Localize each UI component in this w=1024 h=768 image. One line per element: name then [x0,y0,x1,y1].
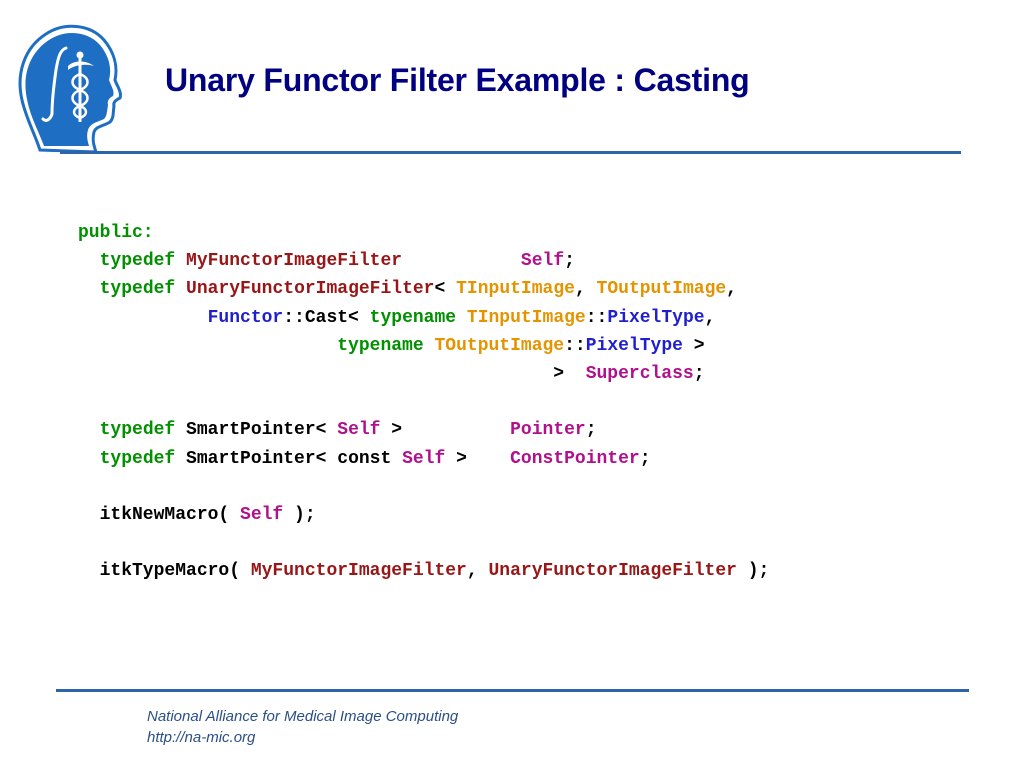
code-token: > [380,420,511,441]
code-token [78,251,100,271]
code-token: MyFunctorImageFilter [250,561,467,582]
code-token: ; [693,364,705,385]
code-line: public: [78,223,154,243]
code-line: typedef MyFunctorImageFilter Self; [78,251,575,271]
code-token: Superclass [585,364,694,385]
code-token [456,308,467,328]
code-token: ConstPointer [510,448,640,469]
code-token: Pointer [510,420,586,441]
code-token: UnaryFunctorImageFilter [488,561,737,582]
footer-divider [56,689,969,692]
code-line: itkNewMacro( Self ); [78,505,316,525]
code-token: , [466,561,489,582]
code-token [175,279,186,299]
code-token: PixelType [585,335,683,356]
slide-title: Unary Functor Filter Example : Casting [165,62,750,98]
code-token: TInputImage [466,307,586,328]
code-block: public: typedef MyFunctorImageFilter Sel… [78,219,769,586]
footer-org: National Alliance for Medical Image Comp… [147,708,459,725]
code-token [78,449,100,469]
code-token: , [704,307,716,328]
code-token: SmartPointer< [175,420,338,441]
code-token: itkNewMacro( [78,505,241,526]
code-token: > [78,364,586,385]
namic-logo [18,22,124,154]
code-token [78,308,208,328]
code-token: public: [78,223,154,243]
footer: National Alliance for Medical Image Comp… [147,706,458,748]
code-token: itkTypeMacro( [78,561,251,582]
code-token: SmartPointer< const [175,448,403,469]
code-line: typedef SmartPointer< Self > Pointer; [78,420,597,440]
code-line: > Superclass; [78,364,705,385]
code-token: :: [585,307,608,328]
code-token: typedef [99,279,176,300]
code-token: Self [337,420,381,441]
code-token: PixelType [607,307,705,328]
code-token: TOutputImage [596,279,727,300]
code-token: > [682,335,705,356]
code-token: ; [585,420,597,441]
code-token: typedef [99,251,176,272]
code-token [175,251,186,271]
code-line: Functor::Cast< typename TInputImage::Pix… [78,307,716,328]
code-token: UnaryFunctorImageFilter [186,279,435,300]
code-line: itkTypeMacro( MyFunctorImageFilter, Unar… [78,561,770,582]
code-token: typename [337,335,424,356]
code-token: TOutputImage [434,335,565,356]
code-token: ::Cast< [283,307,370,328]
code-token [402,251,521,271]
code-token: TInputImage [456,279,575,300]
code-token: ); [736,561,770,582]
code-token [78,279,100,299]
code-line: typedef SmartPointer< const Self > Const… [78,449,651,469]
code-token: < [434,279,457,300]
code-token [78,420,100,440]
code-token: typename [369,307,457,328]
title-divider [60,151,961,154]
code-line: typedef UnaryFunctorImageFilter< TInputI… [78,279,737,299]
code-token: Self [520,251,565,272]
code-token: , [574,279,597,300]
code-token: typedef [99,420,176,441]
code-token: > [445,448,511,469]
head-silhouette-caduceus-icon [18,24,122,154]
code-token: typedef [99,448,176,469]
code-token: :: [564,335,586,356]
code-token: Self [240,505,284,526]
code-token: Self [402,448,446,469]
footer-url: http://na-mic.org [147,729,256,746]
code-token [78,336,337,356]
code-token: ); [283,505,316,526]
code-token: Functor [207,307,284,328]
code-line: typename TOutputImage::PixelType > [78,335,705,356]
code-token [424,336,435,356]
code-token: MyFunctorImageFilter [186,251,403,272]
code-token: , [726,279,737,300]
code-token: ; [564,251,575,272]
code-token: ; [639,448,651,469]
